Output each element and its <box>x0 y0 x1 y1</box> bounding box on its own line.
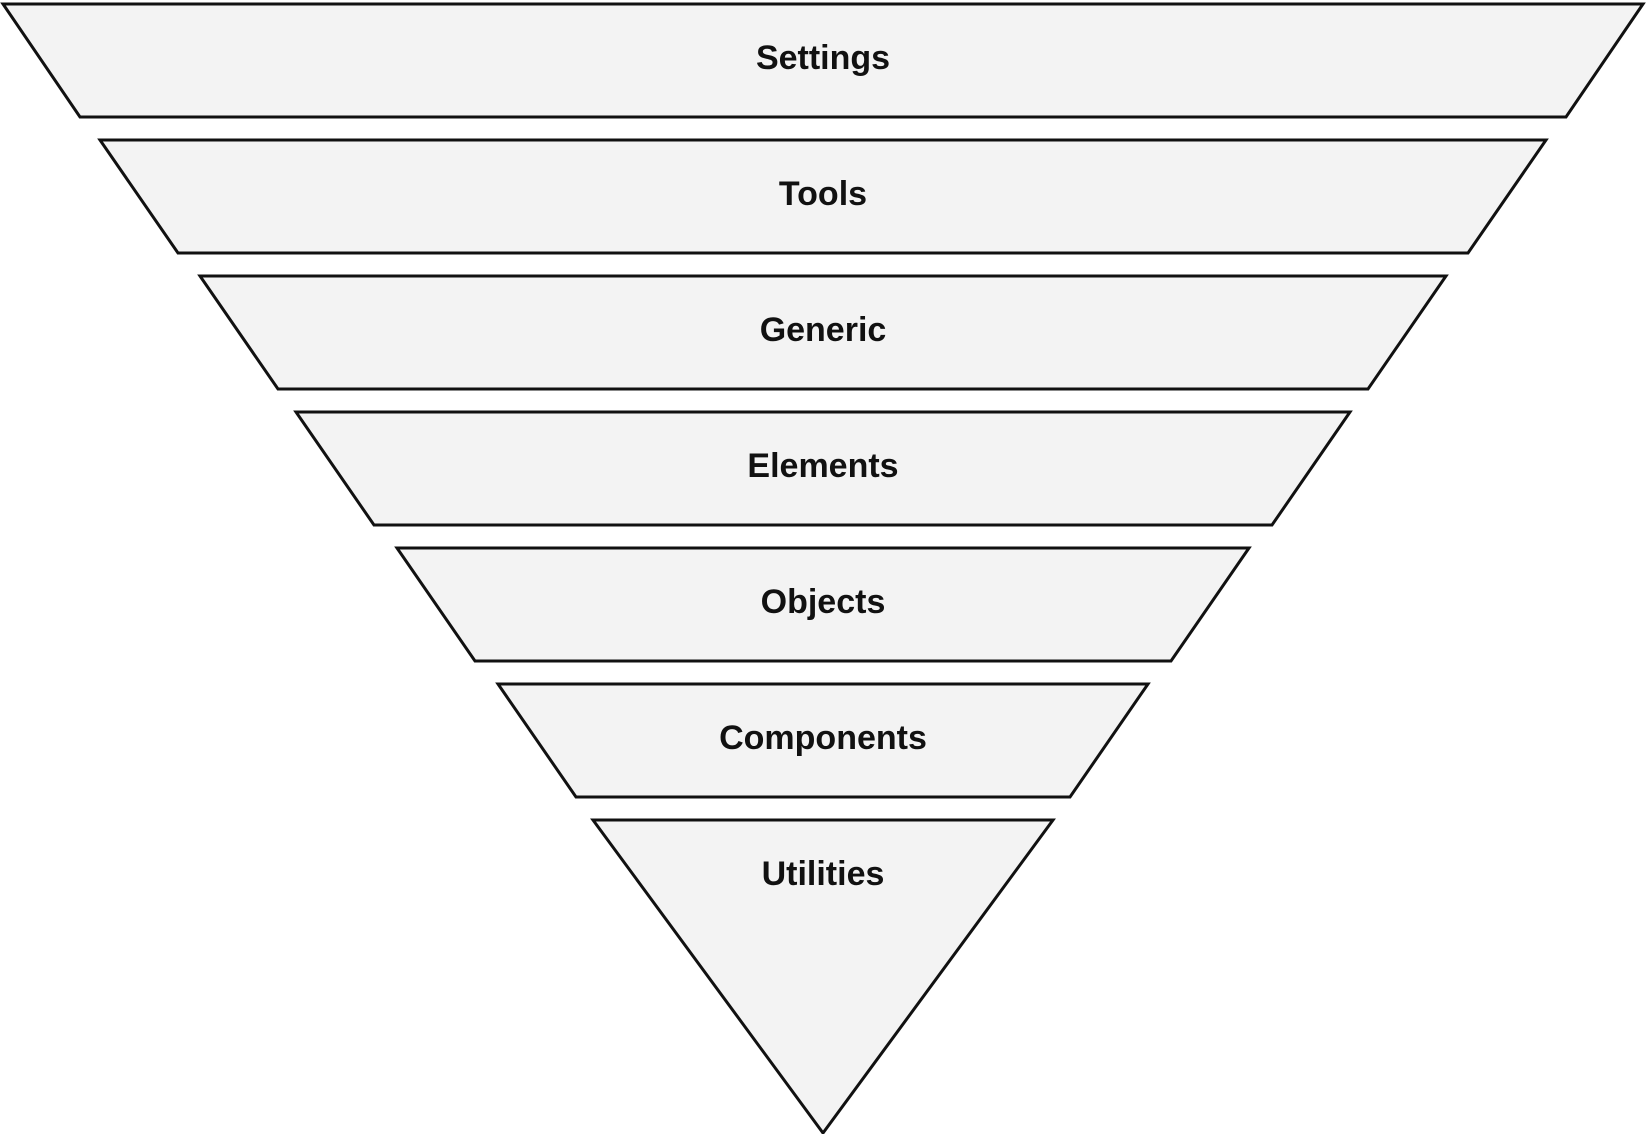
layer-generic: Generic <box>197 274 1449 391</box>
layer-generic-label: Generic <box>760 311 887 349</box>
layer-settings-label: Settings <box>756 39 890 77</box>
layer-objects-shape <box>394 546 1252 663</box>
layer-objects-label: Objects <box>761 583 886 621</box>
layer-tools-label: Tools <box>779 175 867 213</box>
layer-components-label: Components <box>719 719 927 757</box>
layer-settings: Settings <box>0 2 1646 119</box>
layer-components-shape <box>495 682 1151 799</box>
layer-elements-shape <box>293 410 1353 527</box>
layer-components: Components <box>495 682 1151 799</box>
layer-settings-shape <box>0 2 1646 119</box>
layer-tools-shape <box>97 138 1549 255</box>
layer-tools: Tools <box>97 138 1549 255</box>
layer-elements: Elements <box>293 410 1353 527</box>
layer-utilities-shape <box>590 818 1056 1134</box>
layer-utilities: Utilities <box>590 818 1056 1134</box>
layer-generic-shape <box>197 274 1449 391</box>
layer-objects: Objects <box>394 546 1252 663</box>
layer-elements-label: Elements <box>747 447 898 485</box>
layer-utilities-label: Utilities <box>762 855 885 893</box>
